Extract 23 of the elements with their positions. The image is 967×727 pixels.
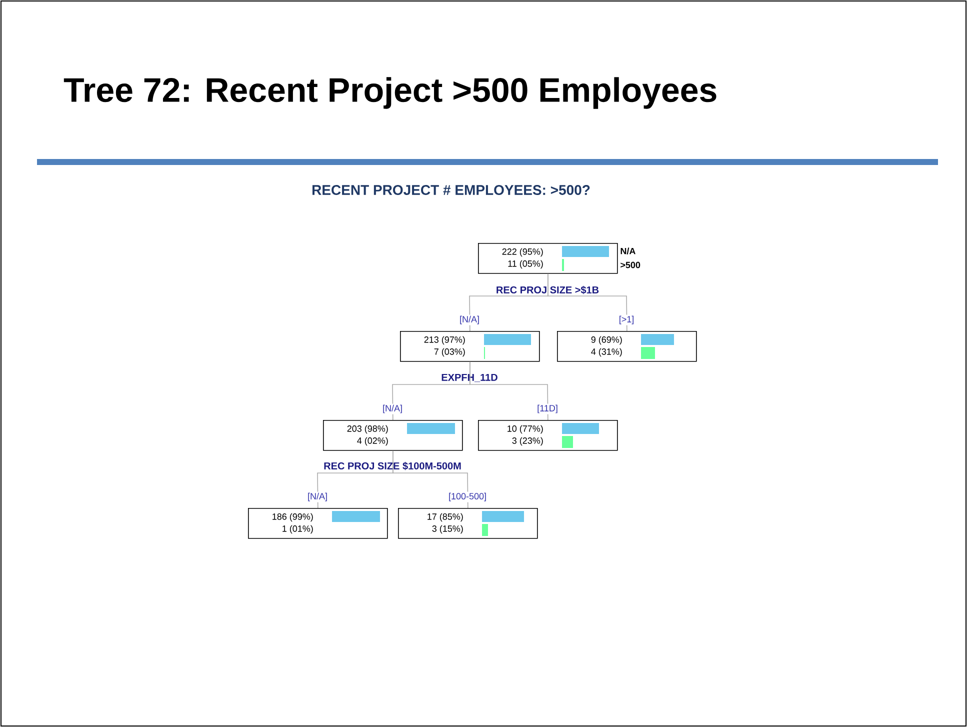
split-label: REC PROJ SIZE $100M-500M — [322, 460, 463, 472]
tree-node-box: 203 (98%) 4 (02%) — [323, 420, 463, 451]
class-label: >500 — [620, 262, 640, 268]
tree-node-box: 9 (69%) 4 (31%) — [557, 331, 697, 362]
class-label: N/A — [620, 248, 636, 254]
branch-label: [100-500] — [449, 492, 486, 502]
tree-branch-line — [392, 450, 468, 508]
tree-node-box: 17 (85%) 3 (15%) — [398, 508, 538, 539]
branch-label: [11D] — [538, 404, 558, 414]
tree-branch-line — [548, 273, 628, 332]
tree-branch-line — [470, 361, 548, 420]
branch-label: [N/A] — [383, 404, 402, 414]
branch-label: [N/A] — [308, 492, 327, 502]
tree-node-box: 10 (77%) 3 (23%) — [478, 420, 618, 451]
branch-label: [>1] — [620, 316, 634, 324]
tree-heading: RECENT PROJECT # EMPLOYEES: >500? — [312, 185, 590, 195]
tree-node-box: 222 (95%) 11 (05%) — [478, 243, 618, 274]
slide-title: Tree 72: Recent Project >500 Employees — [64, 77, 716, 109]
split-label: EXPFH_11D — [440, 372, 500, 384]
split-label: REC PROJ SIZE >$1B — [494, 284, 601, 296]
branch-label: [N/A] — [460, 316, 479, 324]
tree-node-box: 213 (97%) 7 (03%) — [400, 331, 540, 362]
tree-node-box: 186 (99%) 1 (01%) — [248, 508, 388, 539]
